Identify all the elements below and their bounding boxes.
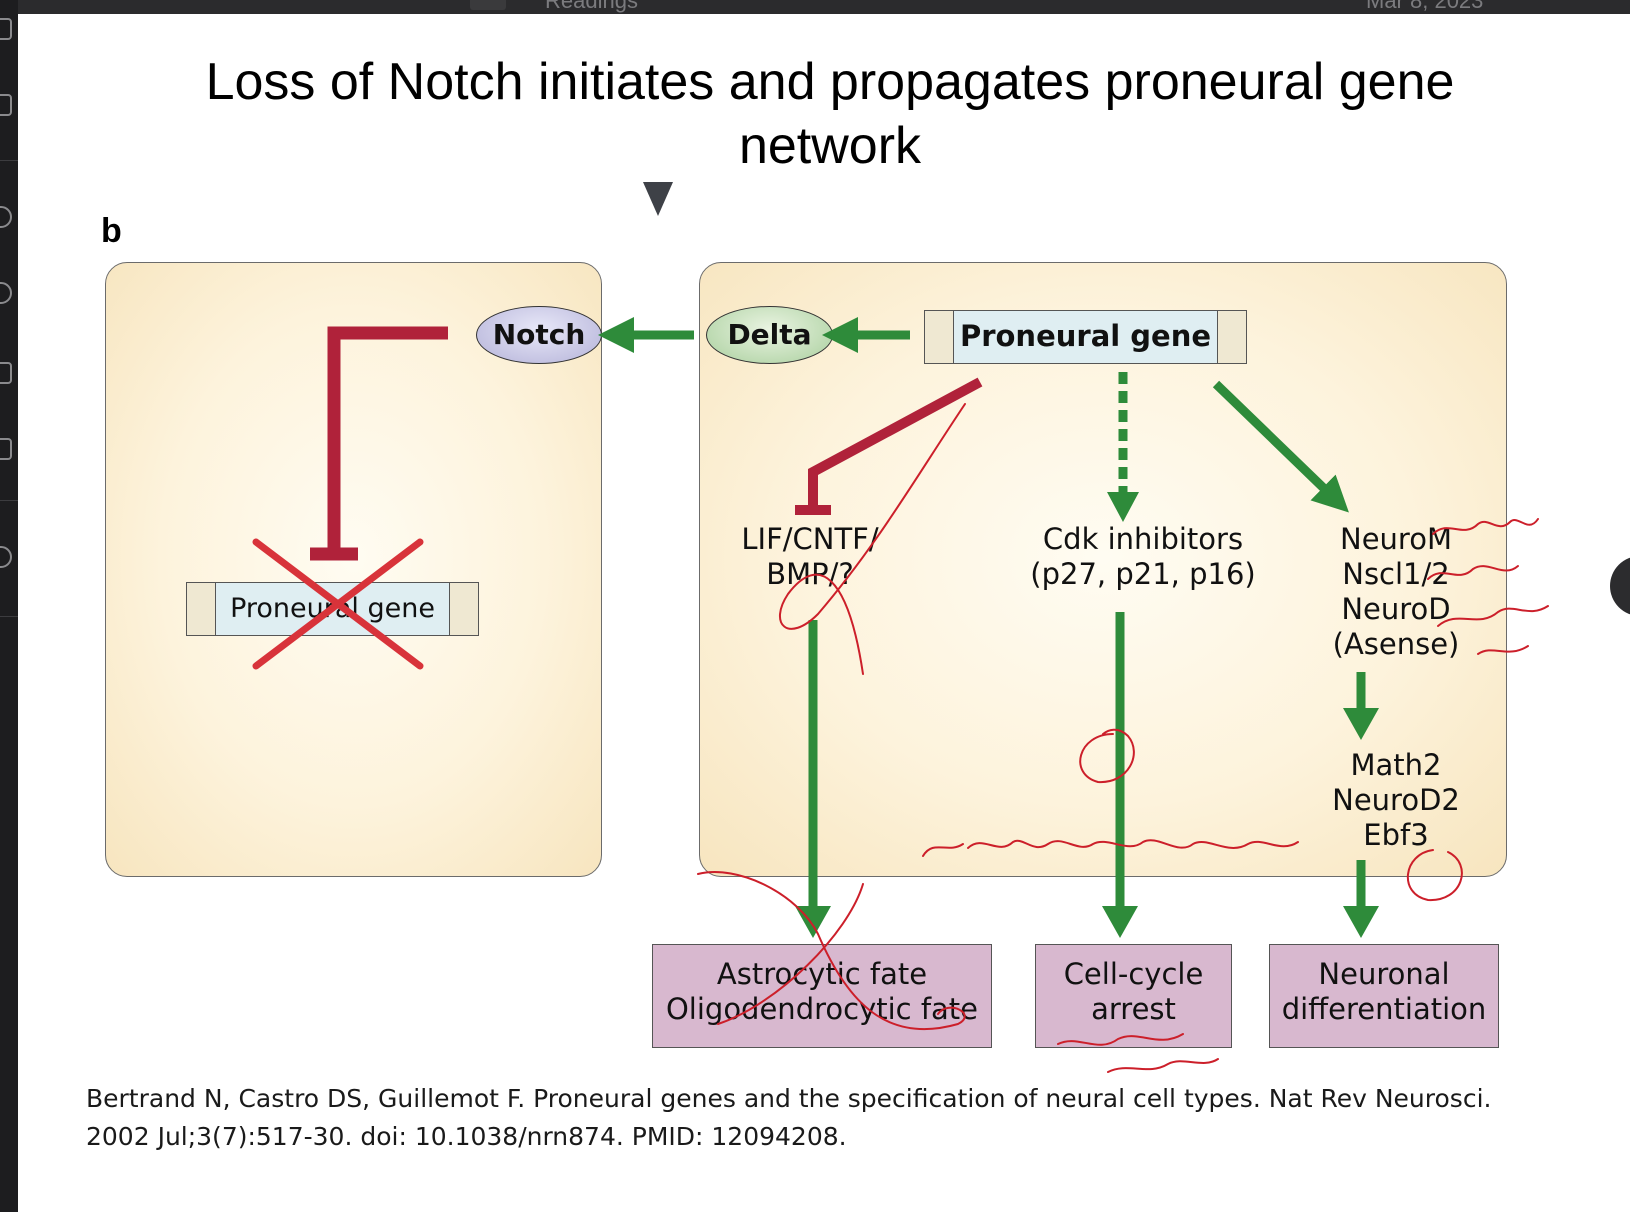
- neighbor-cell: [105, 262, 602, 877]
- clock-icon[interactable]: [0, 282, 12, 304]
- bookmark-icon[interactable]: [0, 438, 12, 460]
- repressed-targets-label: LIF/CNTF/ BMP/?: [741, 522, 879, 591]
- pointer-marker-icon: [643, 182, 673, 216]
- astrocytic-fate-box: Astrocytic fate Oligodendrocytic fate: [652, 944, 992, 1048]
- neuronal-differentiation-box: Neuronal differentiation: [1269, 944, 1499, 1048]
- early-targets-label: NeuroM Nscl1/2 NeuroD (Asense): [1332, 522, 1460, 661]
- image-icon[interactable]: [0, 94, 12, 116]
- diagram-arrows: [252, 317, 1549, 1073]
- toolbar-divider: [0, 500, 18, 501]
- scroll-handle[interactable]: [1610, 556, 1630, 616]
- handwritten-annotations: [697, 403, 1549, 1073]
- slide-canvas: Loss of Notch initiates and propagates p…: [18, 14, 1630, 1212]
- neurom-arrow: [1212, 380, 1349, 513]
- proneural-cell: [699, 262, 1507, 877]
- tab-label[interactable]: Readings: [545, 0, 638, 13]
- lif-repression-bar: [808, 377, 983, 508]
- toolbar-divider: [0, 616, 18, 617]
- toolbar-divider: [0, 160, 18, 161]
- star-icon[interactable]: [0, 362, 12, 384]
- left-proneural-gene: Proneural gene: [186, 582, 479, 636]
- date-label: Mar 8, 2023: [1366, 0, 1484, 13]
- cloud-icon[interactable]: [0, 546, 12, 568]
- citation-text: Bertrand N, Castro DS, Guillemot F. Pron…: [86, 1084, 1492, 1151]
- delta-ligand: Delta: [706, 306, 833, 364]
- page-icon[interactable]: [0, 18, 12, 40]
- cdk-inhibitors-label: Cdk inhibitors (p27, p21, p16): [1030, 522, 1256, 591]
- window-title-bar: Readings Mar 8, 2023: [0, 0, 1630, 14]
- late-targets-label: Math2 NeuroD2 Ebf3: [1332, 748, 1460, 852]
- slide-title: Loss of Notch initiates and propagates p…: [205, 53, 1455, 175]
- people-icon[interactable]: [0, 206, 12, 228]
- left-toolbar: [0, 0, 18, 1212]
- document-icon[interactable]: [470, 0, 506, 10]
- cell-cycle-arrest-box: Cell-cycle arrest: [1035, 944, 1232, 1048]
- panel-letter: b: [101, 212, 122, 250]
- notch-repression-bar: [327, 326, 448, 554]
- right-proneural-gene: Proneural gene: [924, 310, 1247, 364]
